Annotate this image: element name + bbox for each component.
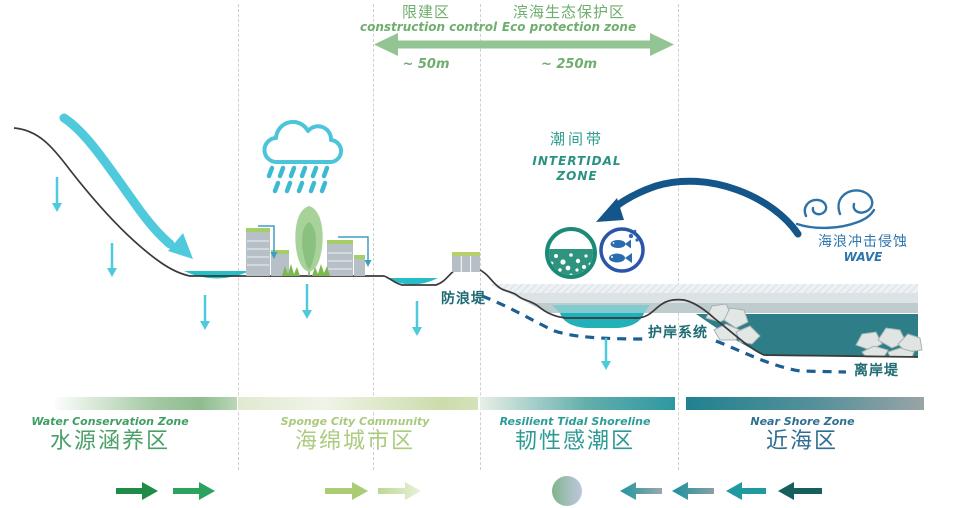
terrain-profile-line xyxy=(13,127,919,358)
legend-arrow-right-green xyxy=(173,482,215,500)
intertidal-label-zh: 潮间带 xyxy=(549,130,604,148)
span-arrow xyxy=(374,33,674,56)
zone-4-name-en: Near Shore Zone xyxy=(750,415,855,428)
intertidal-label-en-1: INTERTIDAL xyxy=(532,154,622,168)
infiltration-arrowheads xyxy=(52,203,611,370)
wave-label-zh: 海浪冲击侵蚀 xyxy=(818,234,908,250)
restricted-zone-title-en: construction control xyxy=(360,20,498,34)
zone-band-water-conservation xyxy=(55,397,237,410)
legend-arrow-left-dark-teal xyxy=(778,482,822,500)
intertidal-pool xyxy=(552,305,650,328)
wave-impact-arrow xyxy=(596,177,802,238)
legend-arrow-left-teal xyxy=(726,482,766,500)
breakwater-label: 防浪堤 xyxy=(441,291,486,307)
legend-arrow-right-light-green xyxy=(325,482,368,500)
zone-1-name-en: Water Conservation Zone xyxy=(31,415,189,428)
zone-divider xyxy=(238,4,239,470)
legend-arrow-right-dark-green xyxy=(116,482,158,500)
shore-protection-dashed-line xyxy=(481,294,847,374)
gradient-sphere-icon xyxy=(552,476,582,506)
restricted-zone-distance: ~ 50m xyxy=(402,57,450,72)
eco-zone-title-en: Eco protection zone xyxy=(501,20,637,34)
offshore-dike-label: 离岸堤 xyxy=(854,363,899,379)
roof-runoff-arrow xyxy=(258,225,372,267)
intertidal-label-en-2: ZONE xyxy=(556,169,598,183)
zone-2-name-zh: 海绵城市区 xyxy=(294,429,415,454)
zone-band-resilient-tidal xyxy=(480,397,675,410)
zone-divider xyxy=(480,4,481,470)
legend-arrow-left-teal-fade-1 xyxy=(620,482,662,500)
infiltration-arrows xyxy=(55,177,608,362)
zone-divider xyxy=(678,4,679,470)
zone-divider xyxy=(373,4,374,470)
zone-3-name-zh: 韧性感潮区 xyxy=(514,429,635,454)
fish-circle-icon xyxy=(599,227,645,273)
legend-arrow-left-teal-fade-2 xyxy=(672,482,714,500)
wave-label-en: WAVE xyxy=(843,250,883,264)
retention-pond xyxy=(184,271,250,279)
revetment-rocks-icon xyxy=(705,303,761,345)
zone-band-near-shore xyxy=(686,397,924,410)
sediment-circle-icon xyxy=(545,227,597,279)
tree-icon xyxy=(295,206,323,276)
eco-zone-title-zh: 滨海生态保护区 xyxy=(512,3,625,21)
eco-zone-distance: ~ 250m xyxy=(540,57,598,72)
revetment-system-label: 护岸系统 xyxy=(648,325,708,341)
city-pond xyxy=(386,278,438,285)
shrubs-icon xyxy=(282,264,330,276)
zone-band-sponge-city xyxy=(238,397,478,410)
seawall-icon xyxy=(452,252,480,272)
zone-1-name-zh: 水源涵养区 xyxy=(49,429,170,454)
restricted-zone-title-zh: 限建区 xyxy=(401,3,450,21)
runoff-slope-arrow xyxy=(59,113,193,259)
zone-2-name-en: Sponge City Community xyxy=(280,415,430,428)
zone-3-name-en: Resilient Tidal Shoreline xyxy=(499,415,651,428)
rain-cloud-icon xyxy=(262,120,344,194)
legend-flow-arrows xyxy=(116,476,822,506)
wave-icon xyxy=(795,189,876,230)
zone-4-name-zh: 近海区 xyxy=(765,429,838,454)
legend-arrow-right-pale-green xyxy=(378,482,421,500)
